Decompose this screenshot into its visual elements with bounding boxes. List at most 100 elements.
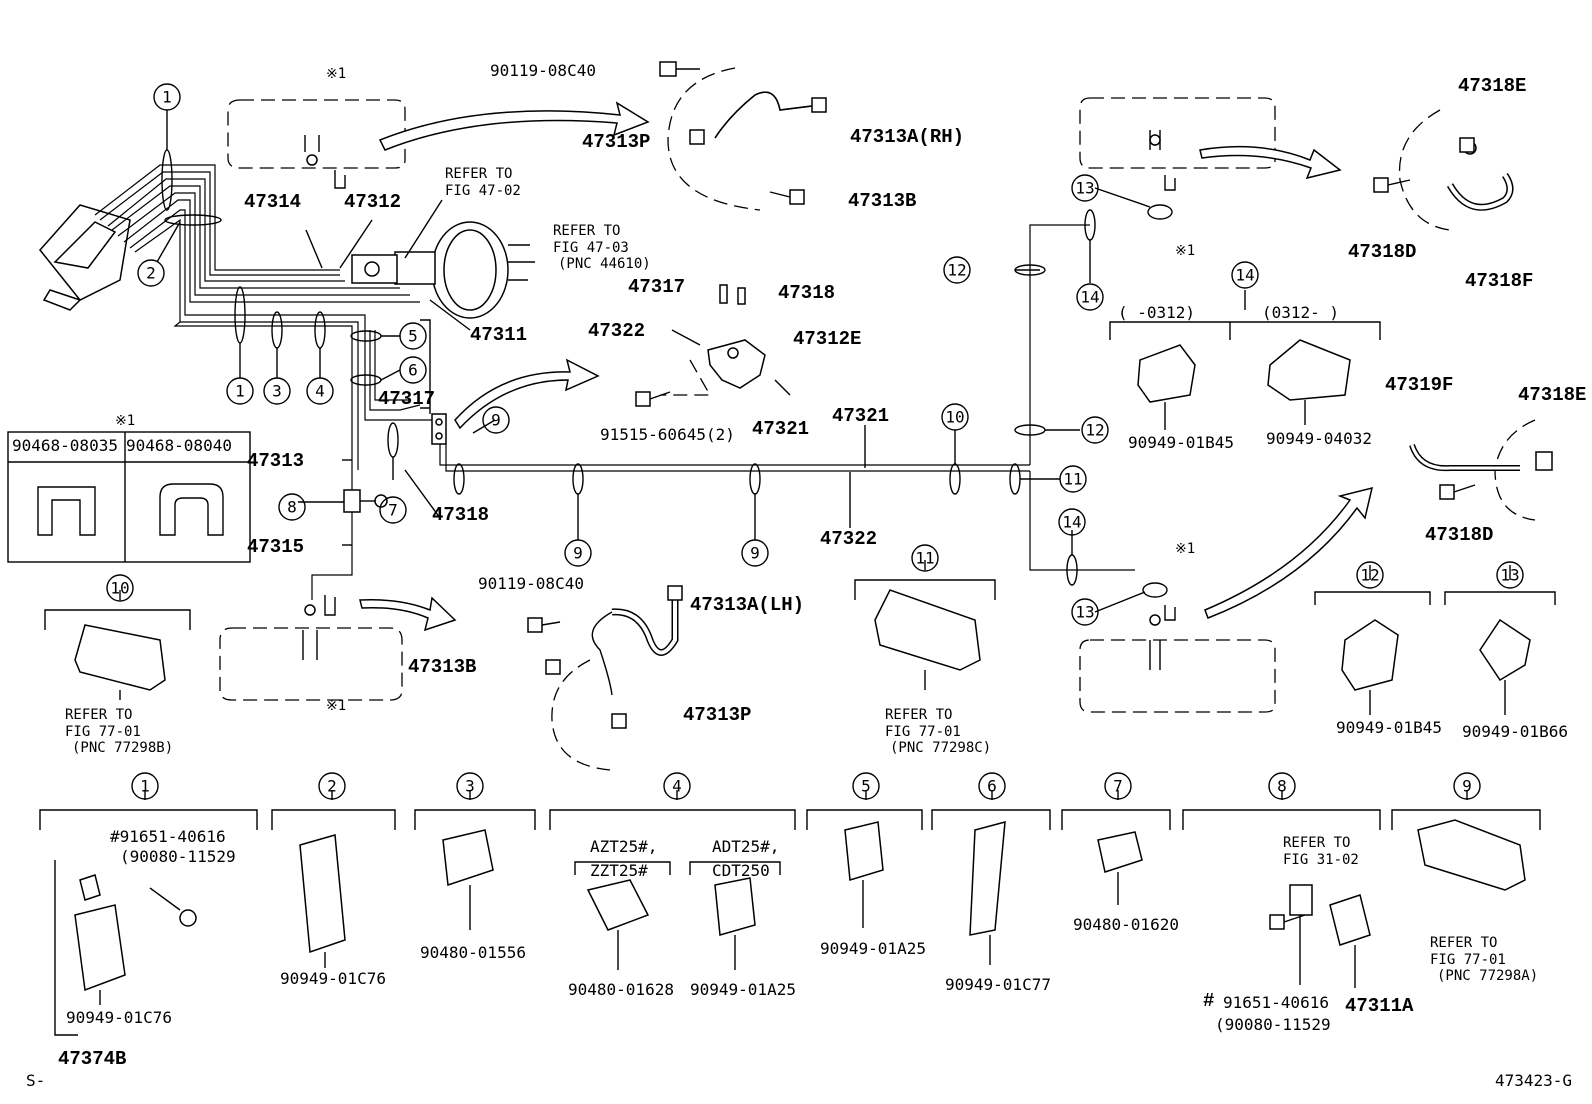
svg-text:9: 9: [573, 544, 583, 563]
svg-text:(PNC 44610): (PNC 44610): [558, 256, 651, 272]
svg-text:FIG 77-01: FIG 77-01: [65, 724, 141, 740]
svg-text:9: 9: [750, 544, 760, 563]
lh-hose-detail: [551, 659, 611, 771]
fittings-in-frames: [302, 130, 1176, 670]
svg-text:9: 9: [1462, 777, 1472, 796]
svg-text:47318: 47318: [778, 282, 835, 304]
svg-text:9: 9: [491, 411, 501, 430]
svg-text:47317: 47317: [628, 276, 685, 298]
svg-text:10: 10: [945, 408, 964, 427]
svg-text:47318: 47318: [432, 504, 489, 526]
svg-text:(PNC 77298A): (PNC 77298A): [1437, 968, 1538, 984]
bolts: [527, 61, 1476, 729]
shim-table: [7, 431, 251, 563]
svg-text:REFER TO: REFER TO: [1283, 835, 1350, 851]
svg-text:47312E: 47312E: [793, 328, 861, 350]
rear-upper-detail-frame: [1079, 97, 1276, 169]
svg-text:ZZT25#: ZZT25#: [590, 861, 648, 880]
svg-text:FIG 77-01: FIG 77-01: [1430, 952, 1506, 968]
svg-text:47313B: 47313B: [848, 190, 916, 212]
svg-text:47318D: 47318D: [1425, 524, 1493, 546]
svg-text:FIG 47-02: FIG 47-02: [445, 183, 521, 199]
svg-text:AZT25#,: AZT25#,: [590, 837, 657, 856]
svg-text:※1: ※1: [326, 698, 346, 714]
svg-text:90949-01B66: 90949-01B66: [1462, 722, 1568, 741]
svg-text:47318F: 47318F: [1465, 270, 1533, 292]
rh-hose-detail: [667, 67, 761, 211]
svg-text:90949-01C76: 90949-01C76: [66, 1008, 172, 1027]
rear-main-line: [439, 224, 1135, 571]
svg-text:13: 13: [1500, 566, 1519, 585]
svg-text:12: 12: [947, 261, 966, 280]
svg-text:6: 6: [408, 361, 418, 380]
svg-text:90119-08C40: 90119-08C40: [490, 61, 596, 80]
svg-text:FIG 31-02: FIG 31-02: [1283, 852, 1359, 868]
svg-text:※1: ※1: [326, 66, 346, 82]
left-detail-frame: [219, 627, 403, 701]
svg-text:90949-01C77: 90949-01C77: [945, 975, 1051, 994]
svg-text:47374B: 47374B: [58, 1048, 126, 1070]
rear-upper-hose-detail: [1398, 109, 1451, 231]
svg-text:(90080-11529: (90080-11529: [1215, 1015, 1331, 1034]
svg-text:91651-40616: 91651-40616: [1223, 993, 1329, 1012]
pipe-bundle: [94, 164, 440, 600]
svg-text:2: 2: [146, 264, 156, 283]
svg-text:3: 3: [272, 382, 282, 401]
leader-lines: [156, 110, 1151, 613]
svg-text:90468-08040: 90468-08040: [126, 436, 232, 455]
svg-text:7: 7: [1113, 777, 1123, 796]
front-detail-frame: [227, 99, 406, 169]
svg-text:13: 13: [1075, 603, 1094, 622]
part-labels: ※1 ※1 ※1 ※1 ※1 90119-08C40 47313P 47313A…: [12, 61, 1586, 1090]
svg-text:4: 4: [672, 777, 682, 796]
svg-text:47313A(RH): 47313A(RH): [850, 126, 964, 148]
pipe-clip-markers: [161, 149, 1173, 598]
svg-text:47322: 47322: [588, 320, 645, 342]
svg-text:(90080-11529: (90080-11529: [120, 847, 236, 866]
svg-text:7: 7: [388, 501, 398, 520]
svg-text:90949-01B45: 90949-01B45: [1128, 433, 1234, 452]
svg-text:47314: 47314: [244, 191, 301, 213]
svg-text:( -0312): ( -0312): [1118, 303, 1195, 322]
svg-text:47313: 47313: [247, 450, 304, 472]
svg-text:12: 12: [1085, 421, 1104, 440]
flow-arrows: [359, 101, 1374, 632]
svg-text:47321: 47321: [752, 418, 809, 440]
svg-text:47318D: 47318D: [1348, 241, 1416, 263]
svg-text:90949-01B45: 90949-01B45: [1336, 718, 1442, 737]
svg-text:2: 2: [327, 777, 337, 796]
svg-text:#91651-40616: #91651-40616: [110, 827, 226, 846]
svg-text:5: 5: [408, 327, 418, 346]
svg-text:3: 3: [465, 777, 475, 796]
pipe-47319F: [1409, 443, 1553, 472]
hose-47313A-lh: [591, 585, 683, 696]
svg-text:8: 8: [1277, 777, 1287, 796]
svg-text:※1: ※1: [115, 413, 135, 429]
hose-47313A-rh: [714, 91, 827, 139]
svg-text:91515-60645(2): 91515-60645(2): [600, 425, 735, 444]
svg-text:S-: S-: [26, 1071, 45, 1090]
svg-text:47318E: 47318E: [1518, 384, 1586, 406]
svg-text:47321: 47321: [832, 405, 889, 427]
hose-47318F: [1446, 141, 1514, 211]
bracket-8-part: [343, 489, 361, 513]
svg-text:14: 14: [1235, 266, 1254, 285]
svg-text:90480-01620: 90480-01620: [1073, 915, 1179, 934]
svg-text:90468-08035: 90468-08035: [12, 436, 118, 455]
proportioning-block: [431, 413, 447, 445]
refer-notes: REFER TO FIG 47-02 REFER TO FIG 47-03 (P…: [65, 166, 1538, 984]
svg-text:47317: 47317: [378, 388, 435, 410]
svg-text:1: 1: [140, 777, 150, 796]
svg-text:90949-01A25: 90949-01A25: [690, 980, 796, 999]
svg-text:REFER TO: REFER TO: [1430, 935, 1497, 951]
svg-text:47313P: 47313P: [683, 704, 751, 726]
svg-text:47322: 47322: [820, 528, 877, 550]
svg-text:47311A: 47311A: [1345, 995, 1414, 1017]
svg-text:(PNC 77298C): (PNC 77298C): [890, 740, 991, 756]
clip-illustrations: [74, 339, 1531, 992]
clip-catalog-brackets: [39, 290, 1556, 1036]
svg-text:6: 6: [987, 777, 997, 796]
proportioning-valve-47312E: [660, 284, 791, 396]
